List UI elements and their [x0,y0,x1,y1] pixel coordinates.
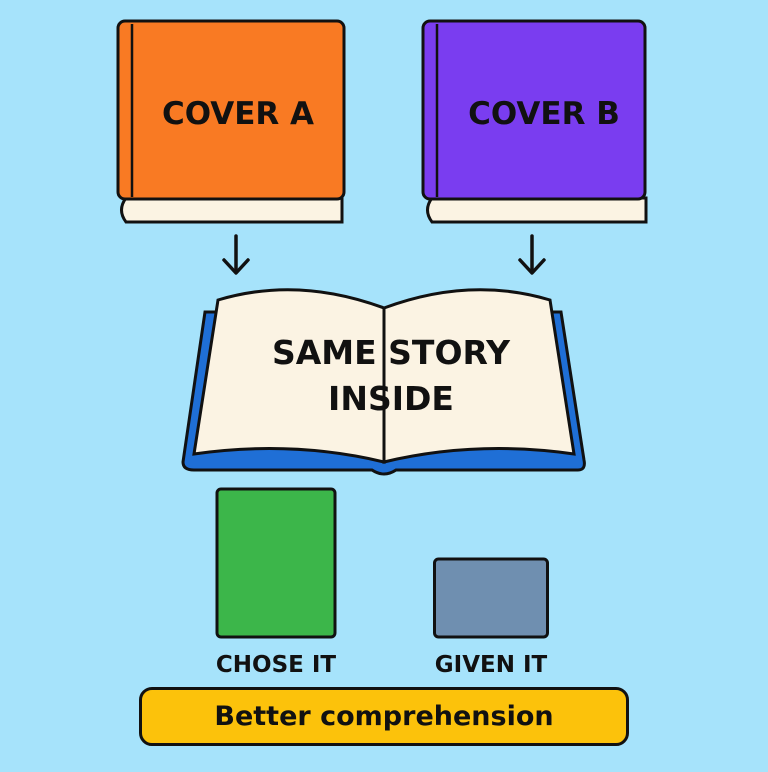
open-book-text-line1: SAME STORY [272,333,511,372]
cover-a-page-strip [120,196,344,224]
cover-a-front [116,19,346,201]
cover-b-page-strip [426,196,648,224]
cover-a-book: COVER A [116,19,346,224]
bar-label-chose-it: CHOSE IT [216,652,337,678]
bar-given-it [433,557,549,639]
result-banner: Better comprehension [139,687,629,746]
open-book-left-page [192,288,386,464]
open-book: SAME STORY INSIDE [181,288,586,476]
cover-b-book: COVER B [421,19,648,224]
cover-a-label: COVER A [162,96,314,132]
cover-b-front [421,19,647,201]
bar-chose-it [215,487,337,639]
arrow-down-icon [518,234,546,275]
cover-b-label: COVER B [468,96,620,132]
open-book-text-line2: INSIDE [328,379,454,418]
open-book-right-page [382,288,576,464]
comparison-bars: CHOSE IT GIVEN IT [215,487,549,678]
arrow-down-icon [222,234,250,275]
bar-label-given-it: GIVEN IT [435,652,548,678]
